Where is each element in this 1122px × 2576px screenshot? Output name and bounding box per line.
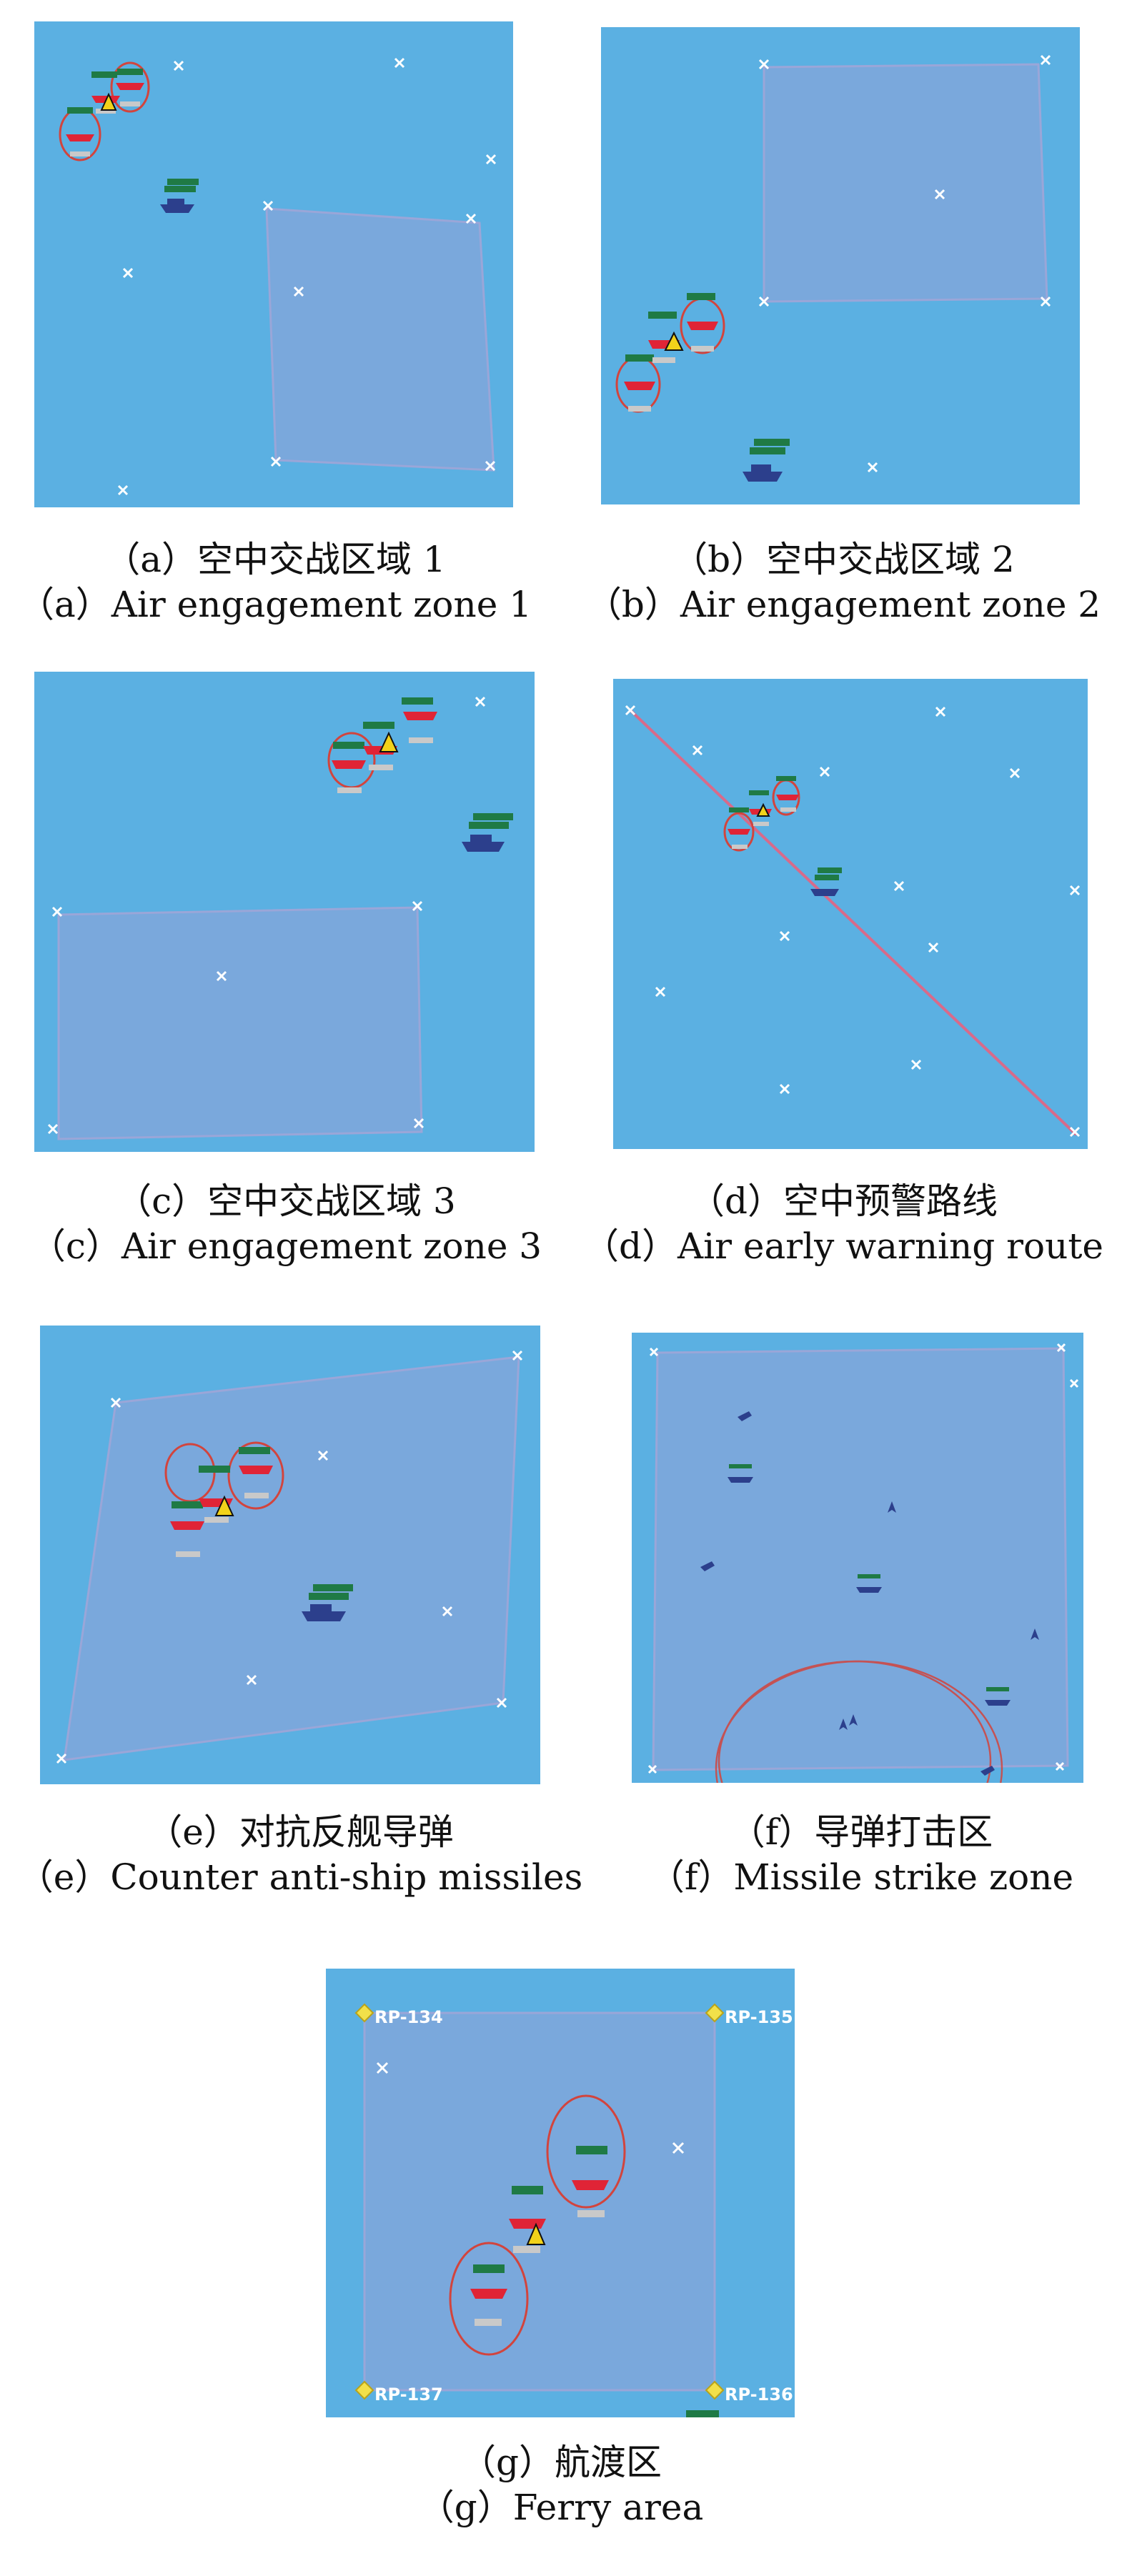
caption-b-en: （b）Air engagement zone 2 [585,583,1101,625]
ferry-area [363,2011,716,2392]
caption-c-cn: （c）空中交战区域 3 [116,1180,456,1222]
hostile-group [160,179,199,213]
panel-e-map [40,1326,540,1784]
rp-135-label: RP-135 [725,2007,793,2027]
caption-b: （b）空中交战区域 2 （b）Air engagement zone 2 [572,537,1115,627]
aircraft-icons [700,1411,1039,1776]
caption-f-en: （f）Missile strike zone [648,1856,1074,1898]
friendly-group [59,61,150,161]
panel-a-map [34,21,513,507]
caption-e-cn: （e）对抗反舰导弹 [147,1811,454,1853]
rp-137-label: RP-137 [374,2384,443,2405]
engagement-zone [265,207,495,472]
engagement-zone [63,1356,520,1761]
waypoint-markers [376,2062,685,2154]
caption-a: （a）空中交战区域 1 （a）Air engagement zone 1 [14,537,536,627]
caption-d-en: （d）Air early warning route [582,1225,1104,1267]
friendly-group [449,2094,626,2356]
panel-f-map [632,1333,1083,1783]
waypoint-markers [758,54,1051,473]
engagement-zone [57,906,423,1140]
panel-c-map [34,672,535,1152]
caption-e-en: （e）Counter anti-ship missiles [17,1856,583,1898]
caption-f: （f）导弹打击区 （f）Missile strike zone [615,1810,1108,1899]
caption-b-cn: （b）空中交战区域 2 [672,539,1015,580]
hostile-group [302,1584,353,1621]
hostile-group [743,439,790,482]
caption-d-cn: （d）空中预警路线 [688,1180,998,1222]
waypoint-markers [117,57,497,496]
caption-g: （g）航渡区 （g）Ferry area [311,2440,811,2530]
caption-c: （c）空中交战区域 3 （c）Air engagement zone 3 [14,1179,557,1268]
friendly-group [164,1441,284,1557]
friendly-group [723,776,800,852]
caption-e: （e）对抗反舰导弹 （e）Counter anti-ship missiles [14,1810,586,1899]
hostile-group [462,813,513,852]
panel-b-map [601,27,1080,504]
panel-g-map: RP-134 RP-135 RP-137 RP-136 [326,1969,795,2417]
friendly-group [615,293,725,413]
caption-c-en: （c）Air engagement zone 3 [29,1225,542,1267]
rp-136-label: RP-136 [725,2384,793,2405]
caption-g-cn: （g）航渡区 [460,2442,662,2483]
rp-134-label: RP-134 [374,2007,443,2027]
caption-a-cn: （a）空中交战区域 1 [104,539,446,580]
caption-g-en: （g）Ferry area [418,2486,704,2528]
hostile-ships [728,1464,1011,1706]
caption-f-cn: （f）导弹打击区 [729,1811,993,1853]
waypoint-markers [56,1350,523,1764]
early-warning-route [629,709,1078,1136]
hostile-ship-edge [686,2410,719,2417]
engagement-zone [763,63,1048,303]
waypoint-markers [647,1343,1079,1774]
caption-d: （d）空中预警路线 （d）Air early warning route [572,1179,1115,1268]
friendly-group [327,697,437,793]
hostile-group [810,867,842,896]
waypoint-markers [47,696,486,1135]
caption-a-en: （a）Air engagement zone 1 [18,583,532,625]
strike-zone [652,1347,1069,1771]
waypoint-markers [625,705,1081,1138]
missile-range-rings [715,1660,1003,1783]
reference-point-icons [354,2003,725,2400]
panel-d-map [613,679,1088,1149]
